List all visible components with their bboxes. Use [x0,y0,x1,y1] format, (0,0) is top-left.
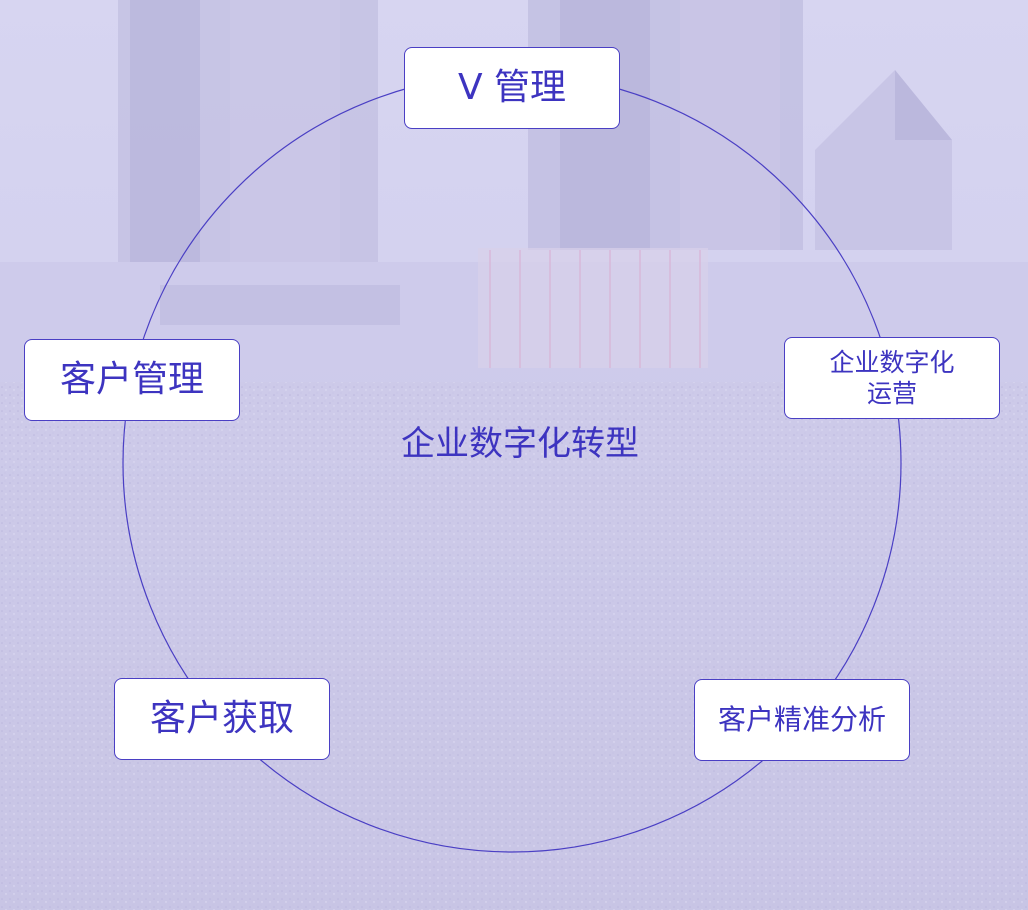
node-customer-analysis: 客户精准分析 [694,679,910,761]
center-title: 企业数字化转型 [401,423,639,464]
node-customer-management: 客户管理 [24,339,240,421]
node-v-management: V 管理 [404,47,620,129]
node-customer-acquisition: 客户获取 [114,678,330,760]
node-digital-operations: 企业数字化运营 [784,337,1000,419]
